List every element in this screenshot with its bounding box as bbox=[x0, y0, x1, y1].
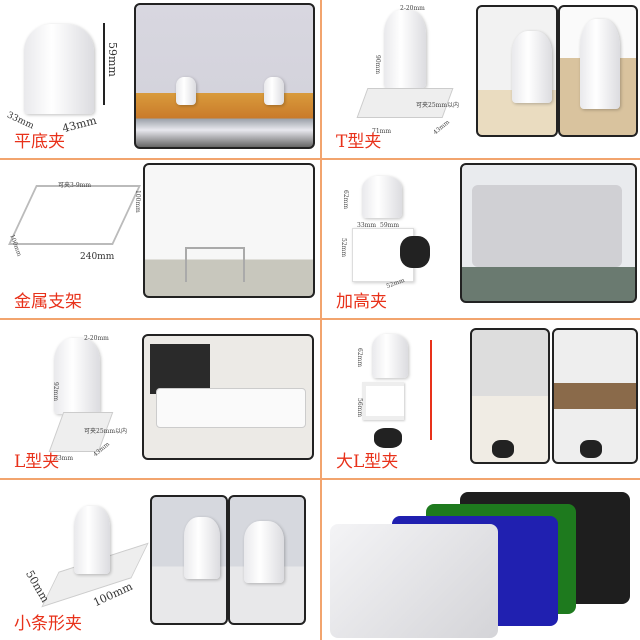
product-title: T型夹 bbox=[336, 132, 382, 152]
dim-label: 59mm bbox=[380, 222, 400, 229]
dim-label: 62mm bbox=[356, 348, 363, 368]
t-clamp-image bbox=[384, 10, 426, 88]
dim-label: 52mm bbox=[340, 238, 347, 258]
clamp-photo-item bbox=[184, 517, 220, 579]
dim-label: 可夹25mm以内 bbox=[416, 102, 460, 109]
dimension-line bbox=[430, 340, 432, 440]
cell-l-clamp[interactable]: 2-20mm 92mm 可夹25mm以内 33mm 43mm L型夹 bbox=[0, 320, 320, 480]
knob-image bbox=[400, 236, 430, 268]
clamp-photo-item bbox=[176, 77, 196, 105]
dim-label: 2-20mm bbox=[84, 335, 109, 342]
raised-clamp-body bbox=[352, 228, 414, 282]
t-clamp-photo-1 bbox=[476, 5, 558, 137]
dim-label: 可夹25mm以内 bbox=[84, 428, 128, 435]
t-clamp-photo-2 bbox=[558, 5, 638, 137]
product-title: 加高夹 bbox=[336, 292, 387, 312]
metal-stand-image bbox=[8, 185, 141, 245]
monitor-photo-item bbox=[150, 344, 210, 394]
raised-clamp-image bbox=[362, 176, 402, 218]
panel-photo-item bbox=[472, 185, 622, 267]
dim-label: 56mm bbox=[356, 398, 363, 418]
white-panel bbox=[330, 524, 498, 638]
cell-small-bar-clamp[interactable]: 50mm 100mm 小条形夹 bbox=[0, 480, 320, 640]
cell-large-l-clamp[interactable]: 62mm 56mm 大L型夹 bbox=[320, 320, 640, 480]
panel-photo-item bbox=[156, 388, 306, 428]
product-title: 平底夹 bbox=[14, 132, 65, 152]
product-title: 大L型夹 bbox=[336, 452, 399, 472]
raised-clamp-photo bbox=[460, 163, 637, 303]
l-clamp-photo bbox=[142, 334, 314, 460]
small-bar-clamp-image bbox=[74, 506, 110, 574]
product-title: 金属支架 bbox=[14, 292, 82, 312]
dim-label: 可夹3-9mm bbox=[58, 182, 92, 189]
dim-label: 100mm bbox=[134, 190, 141, 213]
knob-image bbox=[374, 428, 402, 448]
dim-label: 240mm bbox=[80, 252, 115, 262]
dim-label: 43mm bbox=[60, 113, 98, 136]
small-bar-photo-2 bbox=[228, 495, 306, 625]
cell-panel-colors[interactable] bbox=[320, 480, 640, 640]
dim-label: 59mm bbox=[106, 42, 119, 77]
product-title: 小条形夹 bbox=[14, 614, 82, 634]
dim-label: 33mm bbox=[357, 222, 377, 229]
clamp-photo-item bbox=[512, 31, 552, 103]
flat-clamp-photo bbox=[134, 3, 315, 149]
dim-label: 43mm bbox=[431, 118, 452, 137]
knob-photo-item bbox=[580, 440, 602, 458]
clamp-photo-item bbox=[580, 19, 620, 109]
dimension-line bbox=[103, 23, 105, 105]
small-bar-photo-1 bbox=[150, 495, 228, 625]
knob-photo-item bbox=[492, 440, 514, 458]
large-l-clamp-frame bbox=[362, 382, 404, 420]
l-clamp-image bbox=[54, 338, 100, 414]
dim-label: 62mm bbox=[342, 190, 349, 210]
product-title: L型夹 bbox=[14, 452, 60, 472]
clamp-photo-item bbox=[264, 77, 284, 105]
cell-metal-stand[interactable]: 可夹3-9mm 100mm 100mm 240mm 金属支架 bbox=[0, 160, 320, 320]
cell-t-clamp[interactable]: 2-20mm 90mm 可夹25mm以内 71mm 43mm T型夹 bbox=[320, 0, 640, 160]
cell-flat-clamp[interactable]: 59mm 33mm 43mm 平底夹 bbox=[0, 0, 320, 160]
flat-clamp-image bbox=[24, 24, 94, 114]
large-l-clamp-image bbox=[372, 334, 408, 378]
metal-stand-photo bbox=[143, 163, 315, 298]
clamp-photo-item bbox=[244, 521, 284, 583]
dim-label: 2-20mm bbox=[400, 5, 425, 12]
dim-label: 33mm bbox=[54, 455, 74, 462]
large-l-clamp-photo-1 bbox=[470, 328, 550, 464]
dim-label: 90mm bbox=[374, 55, 381, 75]
large-l-clamp-photo-2 bbox=[552, 328, 638, 464]
dim-label: 92mm bbox=[52, 382, 59, 402]
dim-label: 50mm bbox=[23, 568, 52, 605]
cell-raised-clamp[interactable]: 62mm 33mm 59mm 52mm 52mm 加高夹 bbox=[320, 160, 640, 320]
stand-photo-item bbox=[185, 247, 245, 282]
dim-label: 71mm bbox=[372, 128, 392, 135]
